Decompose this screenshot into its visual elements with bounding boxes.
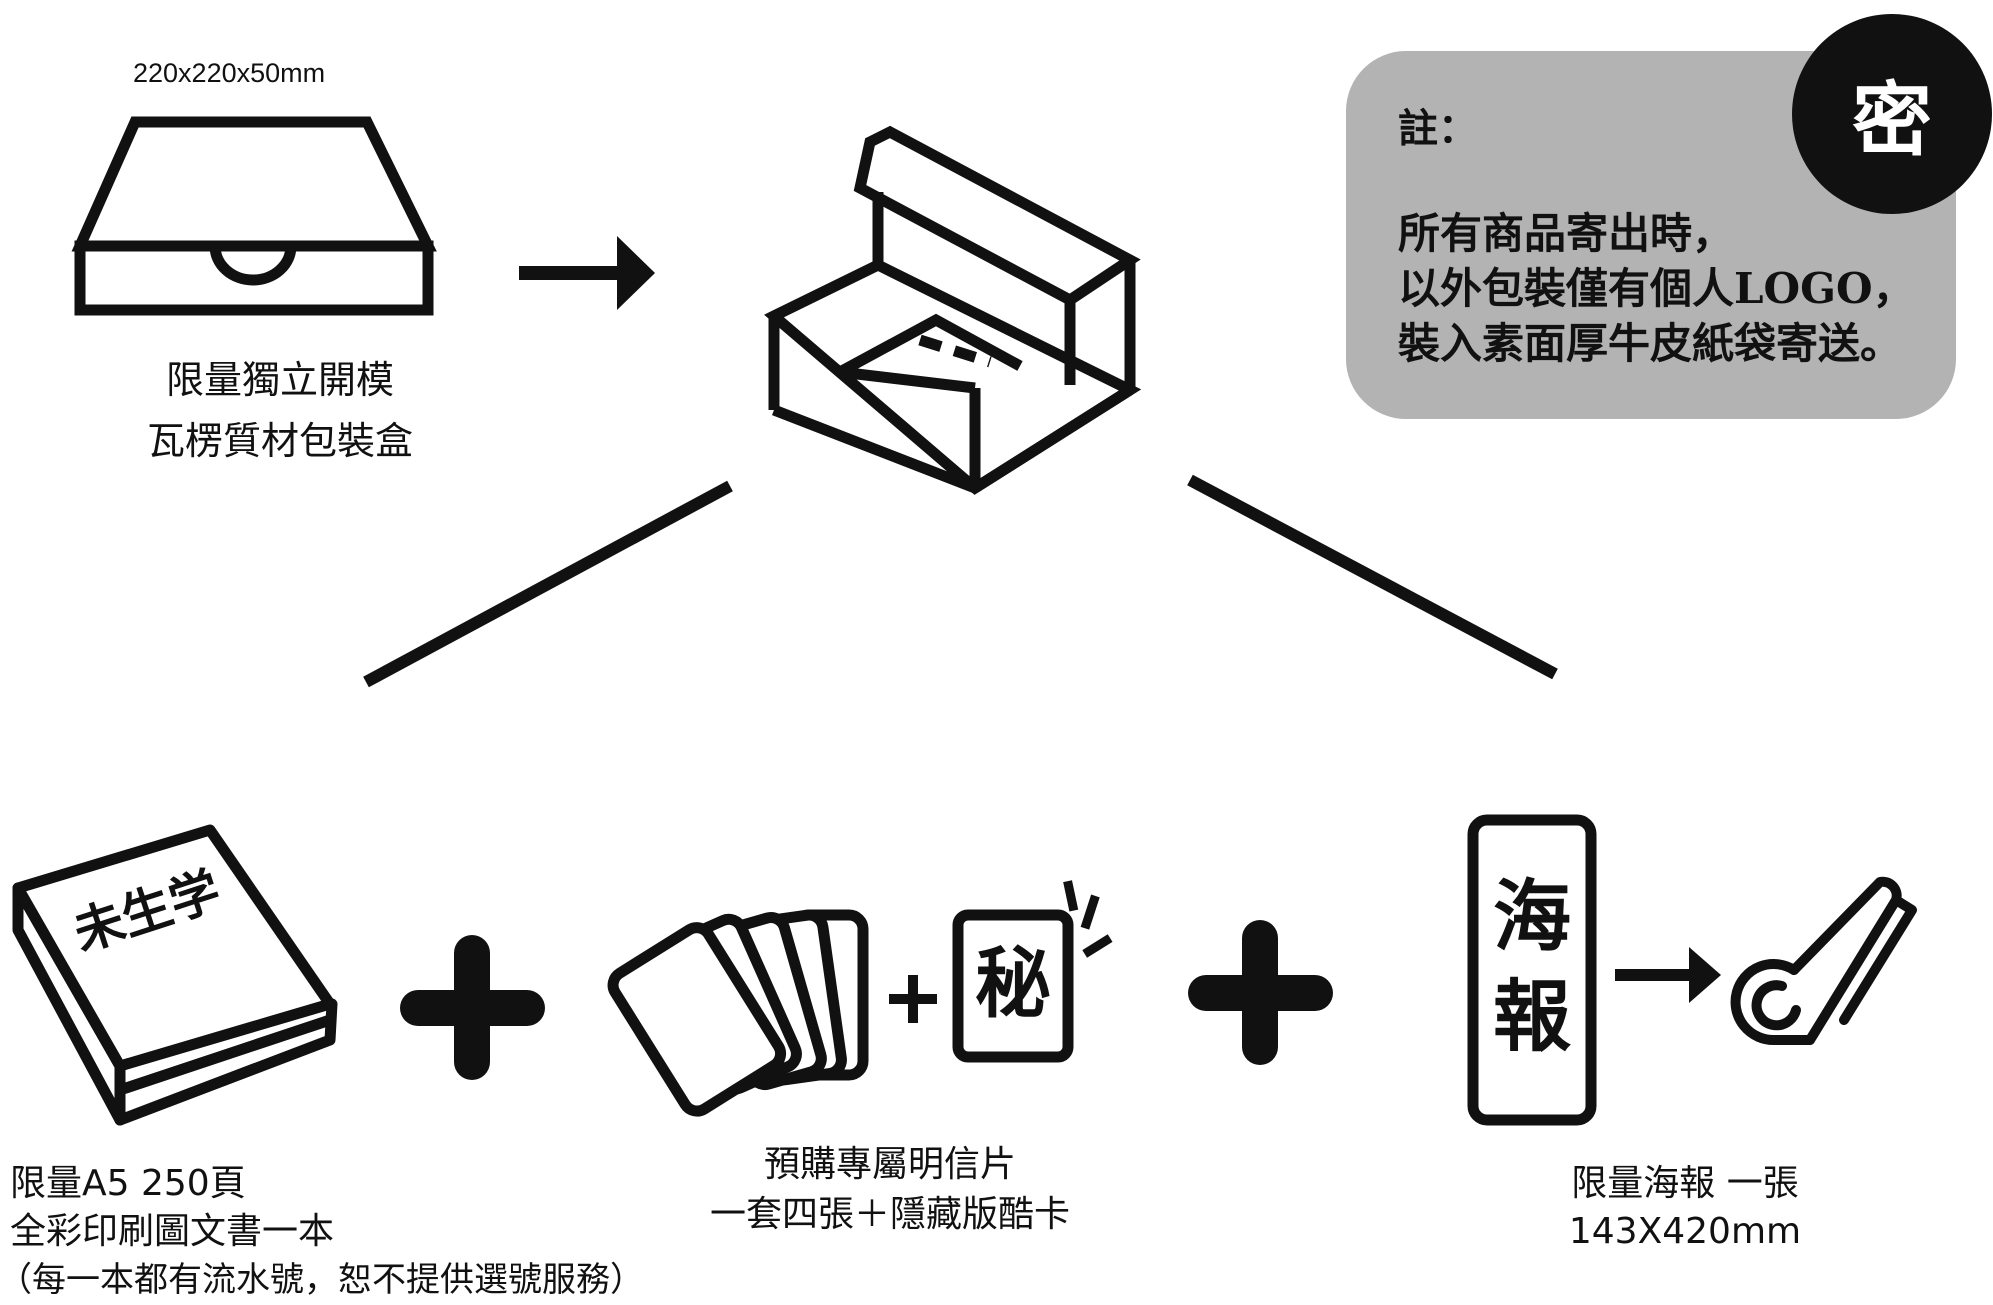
right-arrow-icon [519,236,655,310]
postcards-label: 預購專屬明信片 一套四張＋隱藏版酷卡 [680,1140,1100,1240]
secret-badge-text: 密 [1852,73,1932,167]
plus-icon [400,935,545,1080]
poster-arrow-icon [1615,947,1721,1003]
small-plus-icon [889,975,937,1023]
flat-box-icon [71,116,437,316]
rolled-poster-icon [1730,876,1917,1046]
book-label-line3: （每一本都有流水號，恕不提供選號服務） [0,1260,644,1300]
plus-icon-2 [1188,920,1333,1065]
book-label-line2: 全彩印刷圖文書一本 [10,1211,335,1252]
postcards-icon [607,909,869,1117]
note-line3: 裝入素面厚牛皮紙袋寄送。 [1398,319,1903,368]
secret-card-icon: 秘 [952,880,1113,1063]
poster-text-bottom: 報 [1493,972,1571,1062]
box-label-line1: 限量獨立開模 [165,358,394,402]
secret-badge: 密 [1792,14,1992,214]
book-label-line1: 限量A5 250頁 [10,1163,246,1204]
secret-card-text: 秘 [975,939,1051,1028]
book-icon: 未生学 [12,824,338,1126]
poster-text-top: 海 [1493,872,1571,962]
poster-icon: 海 報 [1467,814,1597,1126]
note-title: 註： [1398,105,1478,152]
note-body: 所有商品寄出時， 以外包裝僅有個人LOGO， 裝入素面厚牛皮紙袋寄送。 [1398,206,1915,371]
note-line1: 所有商品寄出時， [1398,209,1735,258]
connector-lines [363,474,1558,688]
note-line2: 以外包裝僅有個人LOGO， [1398,264,1915,313]
poster-label: 限量海報 一張 143X420mm [1520,1160,1850,1256]
poster-label-line2: 143X420mm [1568,1211,1802,1252]
box-label-line2: 瓦楞質材包裝盒 [146,419,413,463]
book-label: 限量A5 250頁 全彩印刷圖文書一本 （每一本都有流水號，恕不提供選號服務） [0,1160,644,1304]
poster-label-line1: 限量海報 一張 [1571,1163,1799,1204]
open-box-icon [764,125,1142,495]
box-dimensions: 220x220x50mm [133,58,326,88]
postcards-label-line1: 預購專屬明信片 [763,1144,1016,1185]
box-label: 限量獨立開模 瓦楞質材包裝盒 [120,350,440,472]
postcards-label-line2: 一套四張＋隱藏版酷卡 [709,1194,1070,1235]
